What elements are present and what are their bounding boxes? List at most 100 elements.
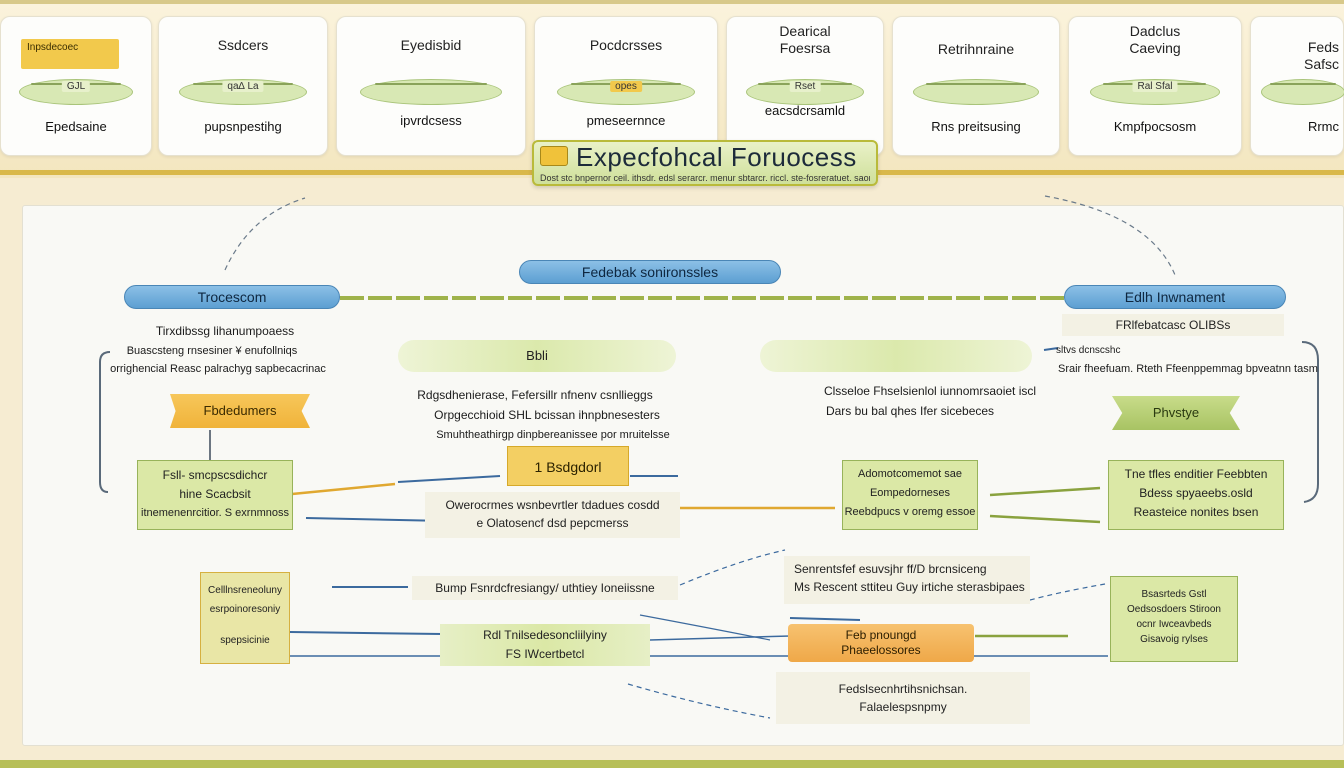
- lower-left-box-line-2: esrpoinoresoniy: [209, 604, 281, 615]
- card-chip: opes: [610, 81, 642, 92]
- left-note-2: Buascsteng rnsesiner ¥ enufollniqs: [126, 345, 298, 357]
- right-note-1: sltvs dcnscshc: [1056, 345, 1121, 356]
- connector-blue-8: [789, 617, 861, 621]
- bottom-box-line-1: Fedslsecnhrtihsnichsan.: [838, 682, 968, 696]
- card-tab: Inpsdecoec: [21, 39, 119, 69]
- card-title: Pocdcrsses: [589, 37, 663, 53]
- card-subtitle: Rrmc: [1307, 119, 1339, 134]
- top-card-3[interactable]: Eyedisbid ipvrdcsess: [336, 16, 526, 156]
- lower-right-box-line-3: ocnr Iwceavbeds: [1136, 619, 1212, 630]
- card-title: Dearical Foesrsa: [779, 23, 831, 56]
- lower-right-box-line-1: Bsasrteds Gstl: [1141, 589, 1207, 600]
- card-title: Eyedisbid: [400, 37, 462, 53]
- center-left-text-1: Rdgsdhenierase, Fefersillr nfnenv csnlli…: [417, 388, 653, 402]
- card-chip: Ral Sfal: [1132, 81, 1178, 92]
- lower-center-text: Bump Fsnrdcfresiangy/ uthtiey Ioneiissne: [412, 576, 678, 600]
- card-title: Ssdcers: [217, 37, 269, 53]
- connector-blue-7: [649, 635, 791, 641]
- left-note-3: orrighencial Reasc palrachyg sapbecacrin…: [110, 363, 326, 375]
- leaf-shape: [1261, 79, 1344, 105]
- left-note-1: Tirxdibssg lihanumpoaess: [155, 324, 295, 338]
- folder-icon: [540, 146, 568, 166]
- center-left-text-3: Smuhtheathirgp dinpbereanissee por mruit…: [436, 429, 670, 441]
- center-box-line-1: Owerocrmes wsnbevrtler tdadues cosdd: [445, 498, 660, 512]
- card-subtitle: eacsdcrsamld: [764, 103, 846, 118]
- top-card-1[interactable]: Inpsdecoec GJL Epedsaine: [0, 16, 152, 156]
- mid-right-box-line-2: Eompedorneses: [869, 487, 951, 499]
- top-card-4[interactable]: Pocdcrsses opes pmeseernnce: [534, 16, 718, 156]
- right-box-line-2: Bdess spyaeebs.osld: [1139, 486, 1253, 500]
- center-box-line-2: e Olatosencf dsd pepcmerss: [476, 516, 629, 530]
- lower-right-box[interactable]: Bsasrteds Gstl Oedsosdoers Stiroon ocnr …: [1110, 576, 1238, 662]
- bottom-divider: [0, 760, 1344, 768]
- leaf-shape: [912, 79, 1040, 105]
- right-bracket: [1301, 341, 1319, 503]
- down-connector-icon: [209, 430, 211, 460]
- center-left-text-2: Orpgecchioid SHL bcissan ihnpbnesesters: [434, 408, 660, 422]
- top-card-7[interactable]: Dadclus Caeving Ral Sfal Kmpfpocsosm: [1068, 16, 1242, 156]
- dashed-arc-right: [1044, 195, 1176, 276]
- left-header[interactable]: Trocescom: [124, 285, 340, 309]
- left-box[interactable]: Fsll- smcpscsdichcr hine Scacbsit itneme…: [137, 460, 293, 530]
- mid-right-box-line-3: Reebdpucs v oremg essoe: [844, 506, 976, 518]
- lower-text-box: Senrentsfef esuvsjhr ff/D brcnsiceng Ms …: [784, 556, 1030, 604]
- connector-orange-1: [291, 482, 396, 496]
- card-chip: qa∆ La: [222, 81, 264, 92]
- mid-right-box-line-1: Adomotcomemot sae: [858, 468, 962, 480]
- lower-left-box-line-3: spepsicinie: [220, 635, 270, 646]
- lower-left-box[interactable]: Celllnsreneoluny esrpoinoresoniy spepsic…: [200, 572, 290, 664]
- right-box-line-1: Tne tfles enditier Feebbten: [1124, 467, 1268, 481]
- lower-orange-line-2: Phaeelossores: [841, 643, 921, 657]
- right-box-line-3: Reasteice nonites bsen: [1133, 505, 1259, 519]
- top-card-8[interactable]: Feds Safsc Rrmc: [1250, 16, 1344, 156]
- card-subtitle: Epedsaine: [45, 119, 107, 134]
- link-2: [639, 614, 771, 641]
- arrow-stub: [1043, 347, 1059, 351]
- top-card-2[interactable]: Ssdcers qa∆ La pupsnpestihg: [158, 16, 328, 156]
- main-title-box: [532, 140, 878, 186]
- leaf-shape: [1089, 79, 1221, 105]
- top-card-5[interactable]: Dearical Foesrsa Rset eacsdcrsamld: [726, 16, 884, 156]
- center-right-bar[interactable]: [760, 340, 1032, 372]
- right-header[interactable]: Edlh Inwnament: [1064, 285, 1286, 309]
- dashed-link-3: [627, 683, 771, 719]
- lower-orange-box[interactable]: Feb pnoungd Phaeelossores: [788, 624, 974, 662]
- connector-blue-1: [397, 475, 501, 483]
- lower-center-box-line-1: Rdl Tnilsedesoncliilyiny: [483, 628, 607, 642]
- mid-right-box[interactable]: Adomotcomemot sae Eompedorneses Reebdpuc…: [842, 460, 978, 530]
- card-title: Retrihnraine: [937, 41, 1015, 57]
- lower-center-box-line-2: FS IWcertbetcl: [505, 647, 585, 661]
- bottom-box-line-2: Falaelespsnpmy: [859, 700, 947, 714]
- center-header[interactable]: Fedebak sonironssles: [519, 260, 781, 284]
- left-tag[interactable]: Fbdedumers: [170, 394, 310, 428]
- right-tag[interactable]: Phvstye: [1112, 396, 1240, 430]
- left-box-line-1: Fsll- smcpscsdichcr: [162, 468, 268, 482]
- center-left-bar[interactable]: Bbli: [398, 340, 676, 372]
- center-right-text-1: Clsseloe Fhselsienlol iunnomrsaoiet iscl: [823, 384, 1037, 398]
- center-box[interactable]: Owerocrmes wsnbevrtler tdadues cosdd e O…: [425, 492, 680, 538]
- right-note-2: Srair fheefuam. Rteth Ffeenppemmag bpvea…: [1058, 363, 1318, 375]
- card-title: Feds Safsc: [1303, 39, 1339, 72]
- lower-center-box[interactable]: Rdl Tnilsedesoncliilyiny FS IWcertbetcl: [440, 624, 650, 666]
- dashed-arc-left: [224, 197, 306, 271]
- card-subtitle: pmeseernnce: [586, 113, 666, 128]
- bottom-box[interactable]: Fedslsecnhrtihsnichsan. Falaelespsnpmy: [776, 672, 1030, 724]
- dashed-link-4: [1029, 583, 1106, 601]
- card-chip: Rset: [789, 81, 821, 92]
- card-subtitle: ipvrdcsess: [400, 113, 462, 128]
- lower-right-box-line-2: Oedsosdoers Stiroon: [1127, 604, 1221, 615]
- card-subtitle: Kmpfpocsosm: [1113, 119, 1197, 134]
- card-chip: GJL: [61, 81, 91, 92]
- connector-green-1: [989, 486, 1101, 497]
- right-subheader: FRlfebatcasc OLIBSs: [1062, 314, 1284, 336]
- lower-right-box-line-4: Gisavoig rylses: [1140, 634, 1208, 645]
- right-box[interactable]: Tne tfles enditier Feebbten Bdess spyaee…: [1108, 460, 1284, 530]
- center-right-text-2: Dars bu bal qhes Ifer sicebeces: [825, 404, 995, 418]
- lower-text-2: Ms Rescent sttiteu Guy irtiche sterasbip…: [794, 580, 1025, 594]
- left-box-line-3: itnemenenrcitior. S exrnmnoss: [141, 507, 289, 519]
- lower-orange-line-1: Feb pnoungd: [845, 628, 917, 642]
- center-badge[interactable]: 1 Bsdgdorl: [507, 446, 629, 486]
- top-card-6[interactable]: Retrihnraine Rns preitsusing: [892, 16, 1060, 156]
- card-title: Dadclus Caeving: [1129, 23, 1181, 56]
- connector-green-2: [989, 514, 1101, 524]
